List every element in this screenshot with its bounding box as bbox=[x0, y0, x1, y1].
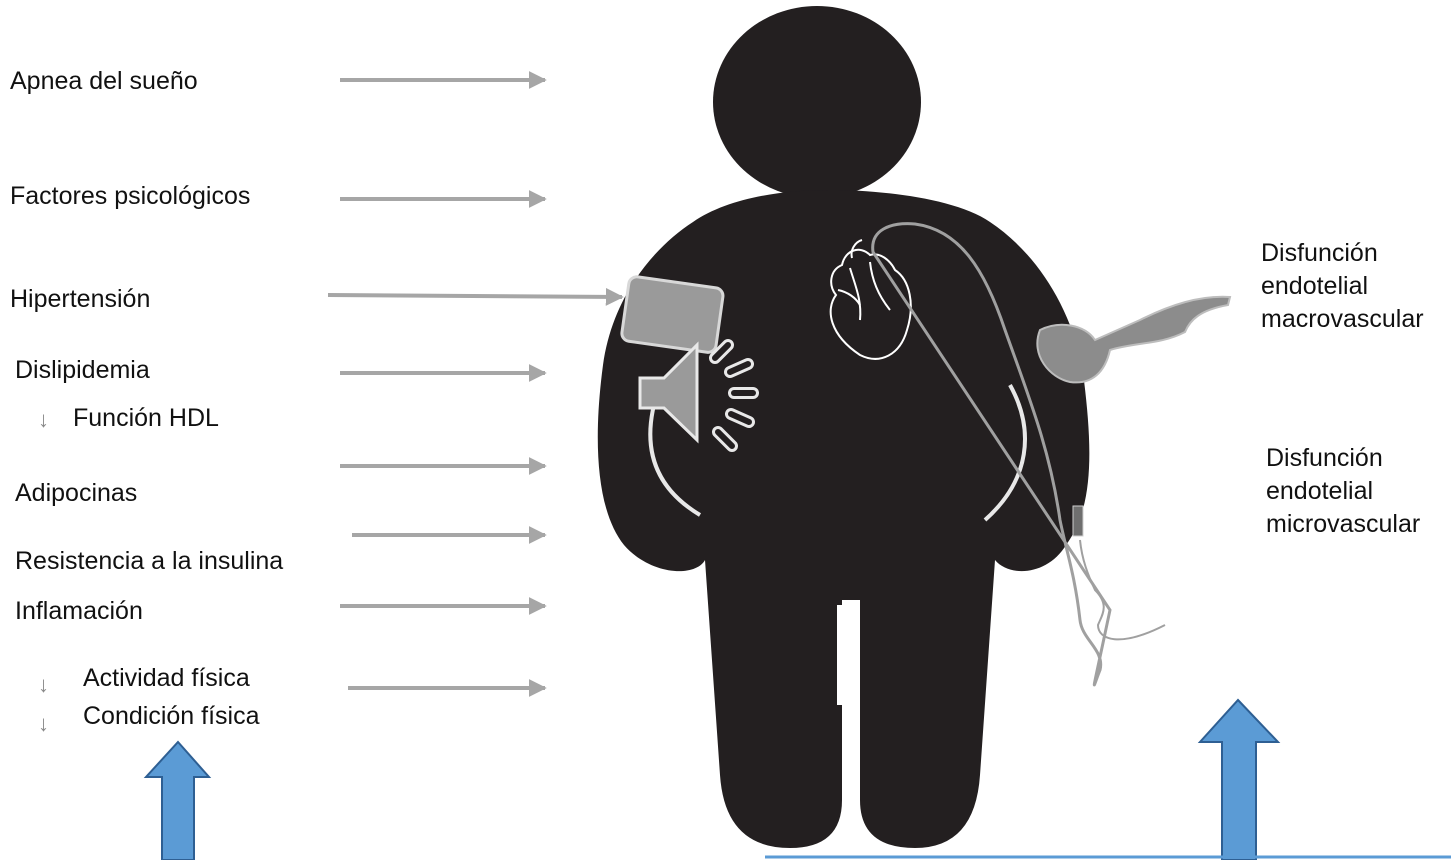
decrease-arrow-activity: ↓ bbox=[38, 672, 49, 698]
decrease-arrow-hdl: ↓ bbox=[38, 407, 49, 433]
label-activity: Actividad física bbox=[83, 663, 250, 693]
blue-up-arrow-left bbox=[146, 742, 209, 860]
label-apnea: Apnea del sueño bbox=[10, 66, 198, 96]
catheter-wire bbox=[1080, 540, 1165, 639]
label-fitness: Condición física bbox=[83, 701, 259, 731]
label-adipokines: Adipocinas bbox=[15, 478, 137, 508]
label-microvascular: Disfunción endotelial microvascular bbox=[1266, 442, 1420, 541]
decrease-arrow-fitness: ↓ bbox=[38, 711, 49, 737]
obese-person-silhouette bbox=[598, 6, 1090, 848]
micro-line-2: endotelial bbox=[1266, 475, 1420, 508]
label-macrovascular: Disfunción endotelial macrovascular bbox=[1261, 237, 1424, 336]
bp-cuff bbox=[621, 276, 724, 354]
label-insulin: Resistencia a la insulina bbox=[15, 546, 283, 576]
micro-line-1: Disfunción bbox=[1266, 442, 1420, 475]
label-hdl: Función HDL bbox=[73, 403, 219, 433]
label-psych: Factores psicológicos bbox=[10, 181, 250, 211]
label-dyslipidemia: Dislipidemia bbox=[15, 355, 150, 385]
ultrasound-probe bbox=[1037, 297, 1230, 383]
leg-gap bbox=[837, 605, 851, 705]
blue-up-arrow-right bbox=[1200, 700, 1278, 860]
micro-line-3: microvascular bbox=[1266, 508, 1420, 541]
label-hypertension: Hipertensión bbox=[10, 284, 150, 314]
macro-line-2: endotelial bbox=[1261, 270, 1424, 303]
arrow-hypertension bbox=[328, 295, 622, 297]
label-inflammation: Inflamación bbox=[15, 596, 143, 626]
macro-line-1: Disfunción bbox=[1261, 237, 1424, 270]
micro-probe bbox=[1073, 506, 1083, 536]
macro-line-3: macrovascular bbox=[1261, 303, 1424, 336]
